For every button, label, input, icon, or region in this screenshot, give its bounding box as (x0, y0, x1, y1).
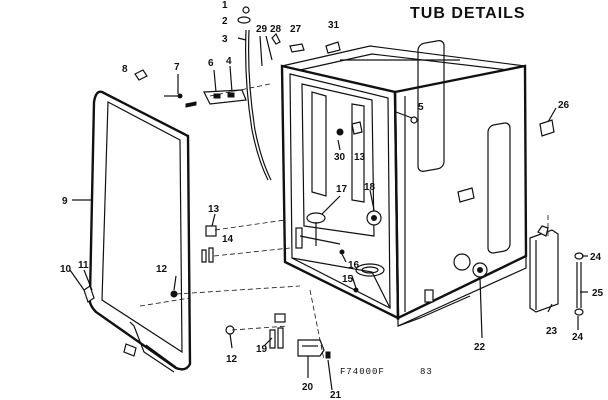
callout-label: 13 (208, 204, 220, 215)
diagram-title: TUB DETAILS (410, 5, 526, 22)
callout-label: 11 (78, 260, 89, 271)
drawing-code: F74000F (340, 367, 385, 377)
callout-label: 26 (558, 100, 570, 111)
callout-label: 21 (330, 390, 342, 400)
callout-label: 3 (222, 34, 228, 45)
callout-label: 13 (354, 152, 366, 163)
callout-label: 5 (418, 102, 424, 113)
callout-label: 8 (122, 64, 128, 75)
callout-label: 18 (364, 182, 376, 193)
callout-label: 1 (222, 0, 228, 11)
callout-label: 16 (348, 260, 360, 271)
callout-label: 17 (336, 184, 348, 195)
callout-label: 28 (270, 24, 282, 35)
callout-label: 27 (290, 24, 302, 35)
callout-label: 29 (256, 24, 268, 35)
callout-label: 31 (328, 20, 340, 31)
callout-label: 7 (174, 62, 180, 73)
left-small-parts (83, 69, 331, 359)
leader-lines (69, 35, 588, 391)
callout-label: 24 (590, 252, 602, 263)
callout-label: 24 (572, 332, 584, 343)
top-small-parts (237, 6, 555, 293)
callout-label: 10 (60, 264, 72, 275)
callout-label: 14 (222, 234, 234, 245)
right-small-parts (529, 225, 584, 316)
tub-body (280, 40, 528, 327)
callout-label: 6 (208, 58, 214, 69)
door-gasket (88, 90, 192, 373)
callout-label: 30 (334, 152, 346, 163)
callout-label: 22 (474, 342, 486, 353)
callout-label: 9 (62, 196, 68, 207)
drawing-ref: 83 (420, 367, 433, 377)
callout-label: 19 (256, 344, 268, 355)
callout-label: 20 (302, 382, 314, 393)
callout-label: 23 (546, 326, 558, 337)
assembly-dashed-lines (139, 83, 549, 361)
callout-label: 25 (592, 288, 604, 299)
callout-label: 12 (156, 264, 168, 275)
callout-label: 4 (226, 56, 232, 67)
callout-label: 15 (342, 274, 354, 285)
callout-label: 12 (226, 354, 238, 365)
callout-labels: 1 2 3 4 5 6 7 8 9 10 11 12 12 13 13 14 1… (60, 0, 604, 400)
callout-label: 2 (222, 16, 228, 27)
